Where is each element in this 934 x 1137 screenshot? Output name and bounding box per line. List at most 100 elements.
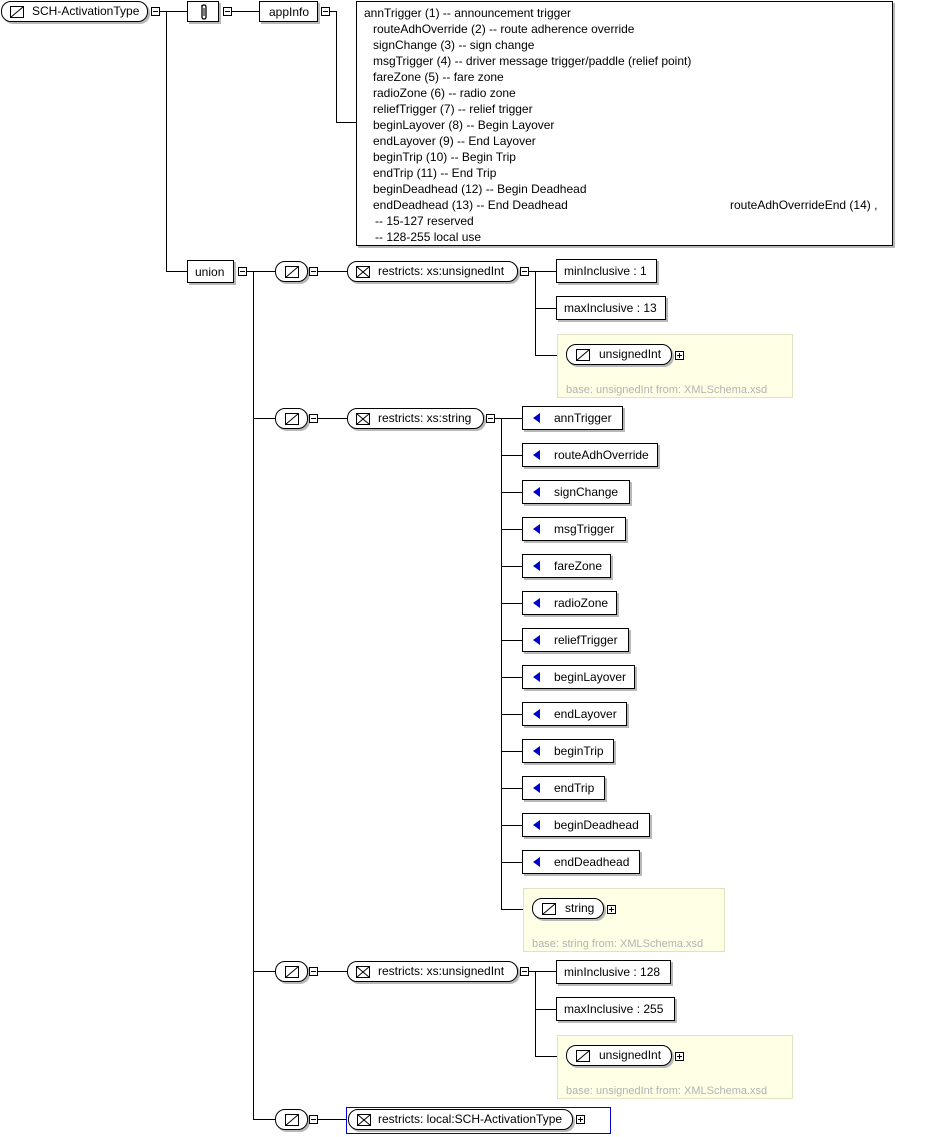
enumeration-item[interactable]: radioZone: [522, 591, 617, 615]
enumeration-label: radioZone: [554, 596, 609, 610]
enumeration-item[interactable]: annTrigger: [522, 406, 623, 430]
base-note: base: unsignedInt from: XMLSchema.xsd: [566, 384, 768, 396]
doc-line: -- 128-255 local use: [375, 230, 482, 244]
enumeration-label: annTrigger: [554, 411, 612, 425]
restriction-icon: [356, 966, 370, 978]
enumeration-item[interactable]: endTrip: [522, 776, 605, 800]
facet-label: minInclusive : 128: [564, 965, 661, 979]
simple-type-icon: [285, 1114, 299, 1126]
doc-line-extra: routeAdhOverrideEnd (14) ,: [730, 198, 878, 212]
enumeration-label: endLayover: [554, 707, 617, 721]
union-node[interactable]: union: [187, 260, 234, 283]
enumeration-label: signChange: [554, 485, 619, 499]
union-label: union: [195, 265, 225, 279]
doc-line: endLayover (9) -- End Layover: [373, 134, 536, 148]
facet-max-inclusive[interactable]: maxInclusive : 13: [556, 296, 666, 320]
minus-toggle-icon[interactable]: [238, 267, 247, 276]
simple-type-icon: [576, 1050, 590, 1062]
minus-toggle-icon[interactable]: [520, 967, 529, 976]
doc-line: routeAdhOverride (2) -- route adherence …: [373, 22, 635, 36]
minus-toggle-icon[interactable]: [309, 414, 318, 423]
plus-toggle-icon[interactable]: [675, 1052, 684, 1061]
restriction-icon: [356, 266, 370, 278]
restriction-node-1[interactable]: restricts: xs:unsignedInt: [347, 261, 518, 282]
minus-toggle-icon[interactable]: [486, 414, 495, 423]
member-simple-type-3[interactable]: [275, 961, 308, 982]
doc-line: -- 15-127 reserved: [375, 214, 474, 228]
simple-type-icon: [576, 349, 590, 361]
plus-toggle-icon[interactable]: [675, 351, 684, 360]
doc-line: beginTrip (10) -- Begin Trip: [373, 150, 516, 164]
enumeration-item[interactable]: routeAdhOverride: [522, 443, 658, 467]
appinfo-node[interactable]: appInfo: [259, 1, 318, 22]
enumeration-item[interactable]: beginLayover: [522, 665, 635, 689]
facet-label: minInclusive : 1: [564, 264, 647, 278]
enumeration-icon: [533, 783, 540, 793]
base-type-box: base: unsignedInt from: XMLSchema.xsd: [557, 1035, 793, 1099]
root-simple-type[interactable]: SCH-ActivationType: [1, 1, 148, 22]
restriction-label: restricts: xs:unsignedInt: [378, 964, 505, 978]
base-type-node[interactable]: string: [532, 898, 604, 919]
root-label: SCH-ActivationType: [32, 4, 140, 18]
restriction-node-4[interactable]: restricts: local:SCH-ActivationType: [348, 1109, 573, 1130]
simple-type-icon: [542, 903, 556, 915]
minus-toggle-icon[interactable]: [309, 967, 318, 976]
appinfo-label: appInfo: [269, 5, 310, 19]
restriction-icon: [357, 1114, 371, 1126]
enumeration-label: routeAdhOverride: [554, 448, 649, 462]
enumeration-label: fareZone: [554, 559, 603, 573]
member-simple-type-2[interactable]: [275, 408, 308, 429]
enumeration-icon: [533, 672, 540, 682]
plus-toggle-icon[interactable]: [576, 1115, 585, 1124]
enumeration-label: beginLayover: [554, 670, 627, 684]
minus-toggle-icon[interactable]: [309, 267, 318, 276]
base-note: base: string from: XMLSchema.xsd: [532, 938, 704, 950]
enumeration-item[interactable]: signChange: [522, 480, 630, 504]
base-type-label: unsignedInt: [599, 347, 662, 361]
doc-line: endTrip (11) -- End Trip: [373, 166, 497, 180]
annotation-icon: [201, 4, 207, 20]
enumeration-icon: [533, 709, 540, 719]
member-simple-type-1[interactable]: [275, 261, 308, 282]
enumeration-label: endDeadhead: [554, 855, 630, 869]
facet-min-inclusive[interactable]: minInclusive : 128: [556, 960, 671, 984]
enumeration-item[interactable]: beginDeadhead: [522, 813, 650, 837]
restriction-node-3[interactable]: restricts: xs:unsignedInt: [347, 961, 518, 982]
enumeration-item[interactable]: msgTrigger: [522, 517, 626, 541]
doc-line: beginLayover (8) -- Begin Layover: [373, 118, 555, 132]
minus-toggle-icon[interactable]: [520, 267, 529, 276]
restriction-label: restricts: xs:unsignedInt: [378, 264, 505, 278]
base-note: base: unsignedInt from: XMLSchema.xsd: [566, 1085, 768, 1097]
minus-toggle-icon[interactable]: [309, 1115, 318, 1124]
enumeration-item[interactable]: fareZone: [522, 554, 611, 578]
enumeration-item[interactable]: beginTrip: [522, 739, 614, 763]
enumeration-icon: [533, 450, 540, 460]
base-type-label: unsignedInt: [599, 1048, 662, 1062]
plus-toggle-icon[interactable]: [607, 905, 616, 914]
doc-line: endDeadhead (13) -- End Deadhead: [373, 198, 568, 212]
enumeration-icon: [533, 598, 540, 608]
annotation-node[interactable]: [187, 1, 219, 22]
base-type-node[interactable]: unsignedInt: [566, 1045, 672, 1066]
minus-toggle-icon[interactable]: [223, 7, 232, 16]
simple-type-icon: [285, 266, 299, 278]
selection-outline: [346, 1107, 611, 1134]
enumeration-item[interactable]: endDeadhead: [522, 850, 640, 874]
enumeration-icon: [533, 746, 540, 756]
doc-line: signChange (3) -- sign change: [373, 38, 535, 52]
simple-type-icon: [285, 966, 299, 978]
restriction-label: restricts: local:SCH-ActivationType: [378, 1112, 563, 1126]
doc-line: fareZone (5) -- fare zone: [373, 70, 504, 84]
enumeration-label: msgTrigger: [554, 522, 615, 536]
facet-min-inclusive[interactable]: minInclusive : 1: [556, 259, 657, 283]
member-simple-type-4[interactable]: [275, 1109, 308, 1130]
minus-toggle-icon[interactable]: [321, 7, 330, 16]
minus-toggle-icon[interactable]: [151, 7, 160, 16]
restriction-icon: [356, 413, 370, 425]
enumeration-item[interactable]: endLayover: [522, 702, 627, 726]
enumeration-item[interactable]: reliefTrigger: [522, 628, 629, 652]
base-type-node[interactable]: unsignedInt: [566, 344, 672, 365]
facet-max-inclusive[interactable]: maxInclusive : 255: [556, 997, 675, 1021]
enumeration-label: beginDeadhead: [554, 818, 639, 832]
restriction-node-2[interactable]: restricts: xs:string: [347, 408, 484, 429]
